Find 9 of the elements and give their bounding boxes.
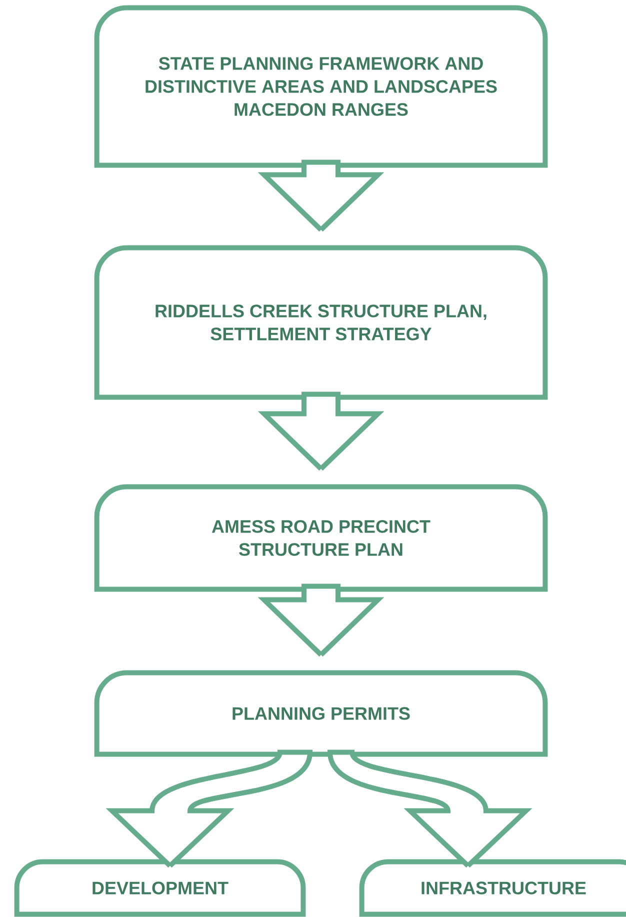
block-arrow	[258, 584, 384, 658]
process-box: PLANNING PERMITS	[94, 670, 548, 757]
process-box: INFRASTRUCTURE	[359, 859, 626, 917]
process-box: STATE PLANNING FRAMEWORK AND DISTINCTIVE AREAS AND LANDSCAPES MACEDON RANGES	[94, 5, 548, 168]
process-box: DEVELOPMENT	[14, 859, 306, 917]
process-box: RIDDELLS CREEK STRUCTURE PLAN, SETTLEMENT STRATEGY	[94, 245, 548, 400]
block-arrow	[258, 160, 384, 234]
block-arrow	[258, 392, 384, 472]
process-box: AMESS ROAD PRECINCT STRUCTURE PLAN	[94, 484, 548, 592]
